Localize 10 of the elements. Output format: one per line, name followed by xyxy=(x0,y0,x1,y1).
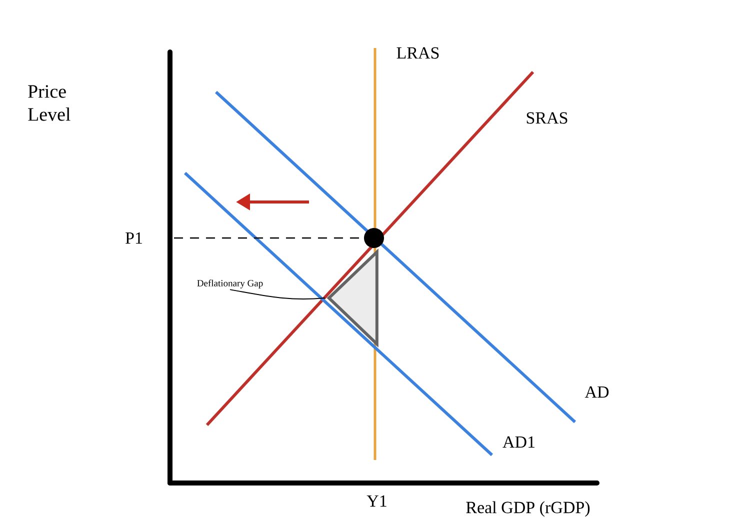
leader-line xyxy=(230,289,326,300)
axis-label: Real GDP (rGDP) xyxy=(466,501,590,517)
curve-label: AD xyxy=(584,386,609,398)
annotation-text: Deflationary Gap xyxy=(197,280,263,288)
curve-label: SRAS xyxy=(526,112,568,124)
tick-label: Y1 xyxy=(366,495,386,507)
curve-label: AD1 xyxy=(502,436,534,448)
tick-label: P1 xyxy=(126,232,142,244)
axis-label: Price Level xyxy=(28,85,70,121)
curve-label: LRAS xyxy=(396,47,439,59)
